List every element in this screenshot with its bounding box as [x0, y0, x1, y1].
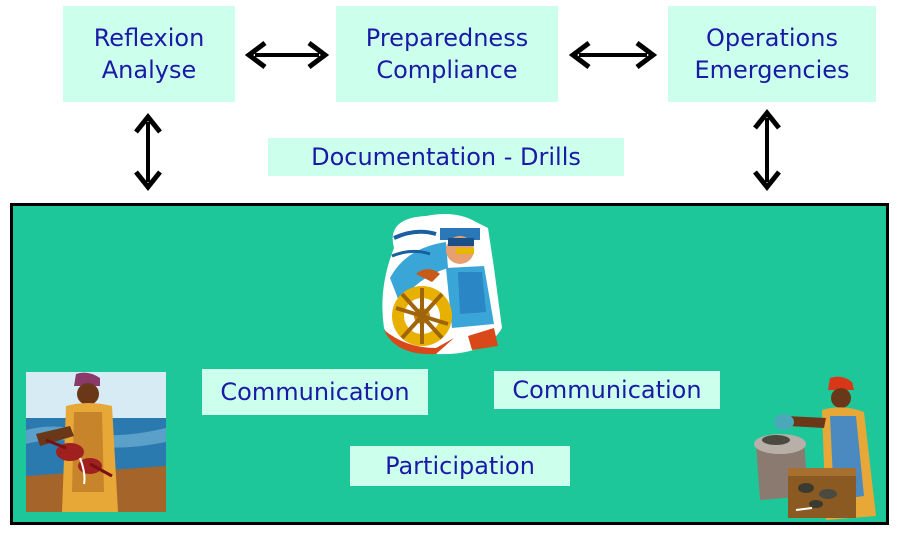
- communication-left-label: Communication: [202, 369, 428, 415]
- box-line-2: Analyse: [101, 56, 197, 84]
- box-line-2: Compliance: [376, 56, 518, 84]
- reflexion-analyse-box: Reflexion Analyse: [63, 6, 235, 102]
- participation-label: Participation: [350, 446, 570, 486]
- preparedness-compliance-box: Preparedness Compliance: [336, 6, 558, 102]
- box-line-1: Operations: [706, 24, 838, 52]
- double-arrow-vertical-left: [134, 112, 162, 192]
- communication-left-text: Communication: [220, 378, 410, 406]
- fisherman-barrel-icon: [754, 376, 876, 520]
- participation-text: Participation: [385, 452, 535, 480]
- communication-right-text: Communication: [512, 376, 702, 404]
- documentation-drills-text: Documentation - Drills: [311, 143, 581, 171]
- double-arrow-horizontal-right: [568, 41, 658, 69]
- fisherman-lobster-icon: [26, 372, 166, 512]
- box-line-2: Emergencies: [694, 56, 850, 84]
- box-line-1: Preparedness: [365, 24, 529, 52]
- operations-emergencies-box: Operations Emergencies: [668, 6, 876, 102]
- box-line-1: Reflexion: [93, 24, 205, 52]
- double-arrow-vertical-right: [753, 108, 781, 192]
- documentation-drills-label: Documentation - Drills: [268, 138, 624, 176]
- ship-captain-icon: [382, 214, 502, 355]
- double-arrow-horizontal-left: [244, 41, 330, 69]
- communication-right-label: Communication: [494, 371, 720, 409]
